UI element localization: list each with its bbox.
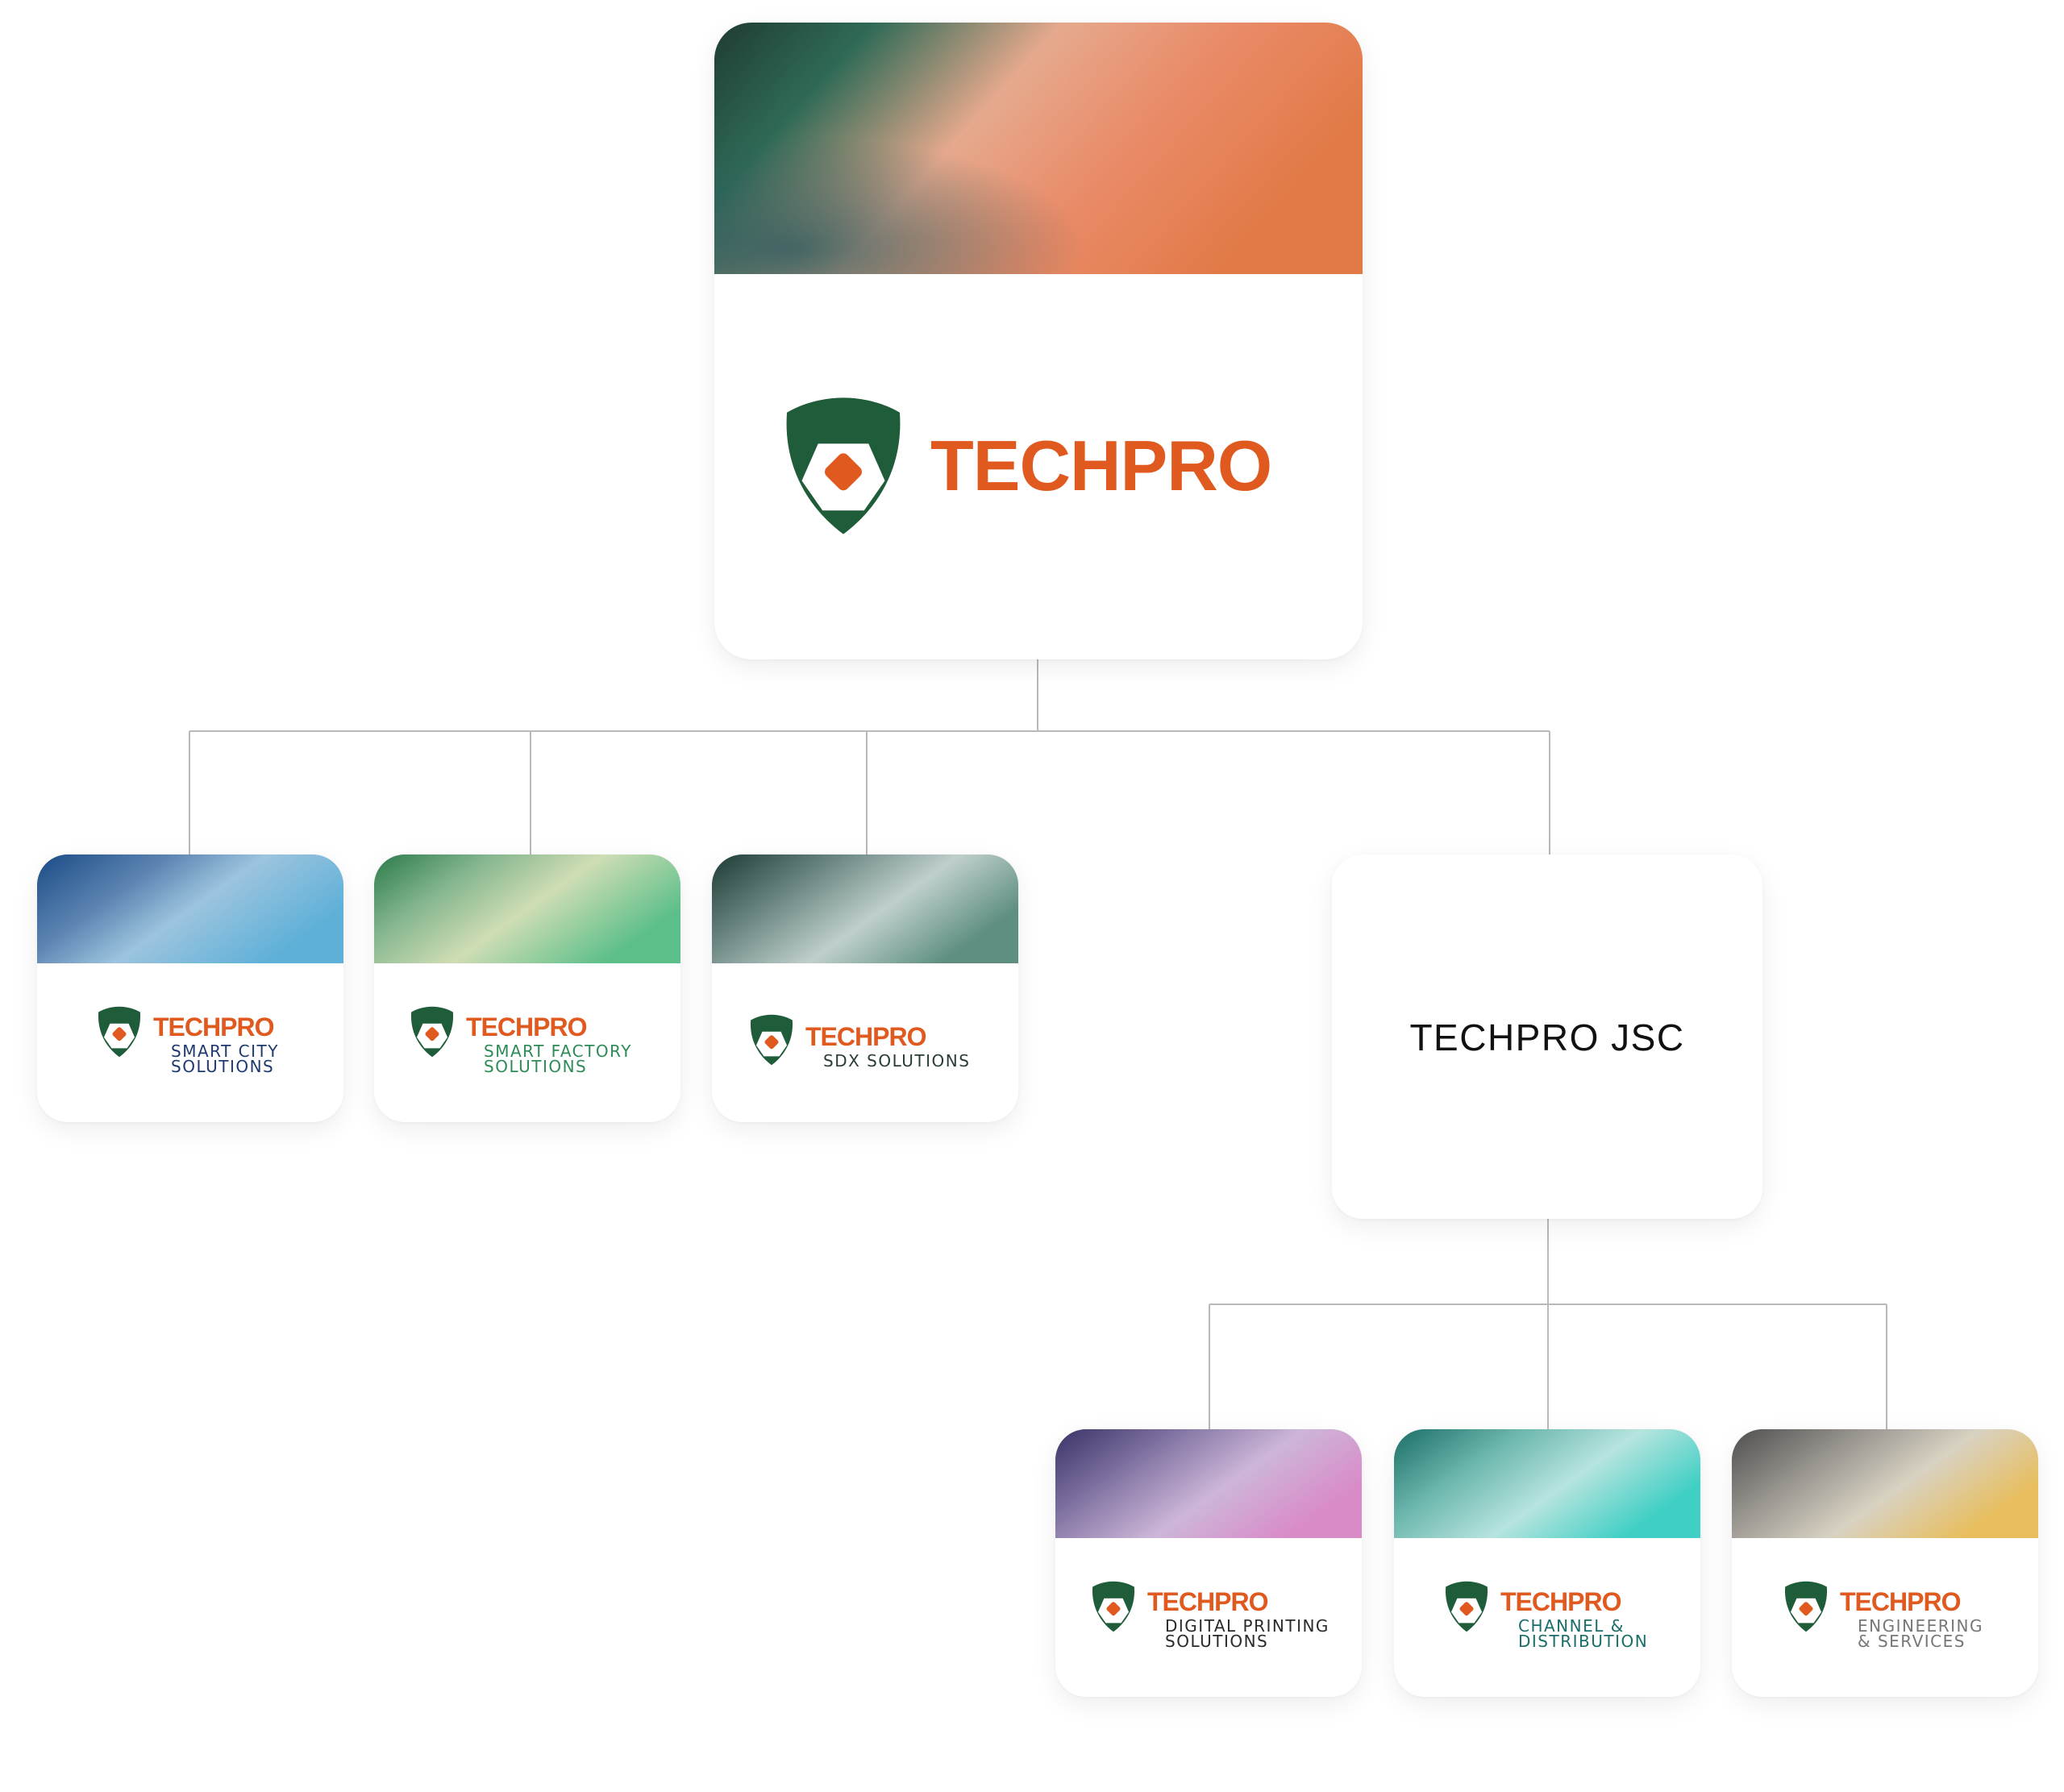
engineering-services-subtitle: ENGINEERING & SERVICES <box>1858 1616 1983 1651</box>
channel-distribution-card: TECHPRO CHANNEL & DISTRIBUTION <box>1394 1429 1700 1697</box>
root-gradient-banner <box>714 23 1363 274</box>
sdx-solutions-card: TECHPRO SDX SOLUTIONS <box>712 854 1018 1122</box>
sdx-logo: TECHPRO SDX SOLUTIONS <box>744 1012 970 1069</box>
techpro-shield-icon <box>1445 1581 1488 1632</box>
techpro-shield-icon <box>98 1006 141 1058</box>
smart-factory-subtitle: SMART FACTORY SOLUTIONS <box>484 1042 632 1076</box>
digital-printing-subtitle: DIGITAL PRINTING SOLUTIONS <box>1165 1616 1330 1651</box>
channel-distribution-brand: TECHPRO <box>1500 1587 1621 1616</box>
techpro-shield-icon <box>1784 1581 1828 1632</box>
root-brand-name: TECHPRO <box>930 426 1272 505</box>
smart-factory-logo: TECHPRO SMART FACTORY SOLUTIONS <box>405 1004 632 1075</box>
digital-printing-card: TECHPRO DIGITAL PRINTING SOLUTIONS <box>1055 1429 1362 1697</box>
techpro-jsc-title: TECHPRO JSC <box>1409 1017 1685 1058</box>
sdx-brand: TECHPRO <box>805 1022 926 1051</box>
digital-printing-logo: TECHPRO DIGITAL PRINTING SOLUTIONS <box>1086 1579 1330 1649</box>
channel-distribution-subtitle: CHANNEL & DISTRIBUTION <box>1518 1616 1649 1651</box>
channel-distribution-logo: TECHPRO CHANNEL & DISTRIBUTION <box>1439 1579 1648 1649</box>
engineering-services-brand: TECHPRO <box>1840 1587 1961 1616</box>
engineering-services-card: TECHPRO ENGINEERING & SERVICES <box>1732 1429 2038 1697</box>
techpro-shield-icon <box>1092 1581 1135 1632</box>
engineering-services-gradient-banner <box>1732 1429 2038 1538</box>
smart-factory-card: TECHPRO SMART FACTORY SOLUTIONS <box>374 854 680 1122</box>
engineering-services-logo: TECHPRO ENGINEERING & SERVICES <box>1779 1579 1983 1649</box>
digital-printing-brand: TECHPRO <box>1147 1587 1268 1616</box>
techpro-jsc-card: TECHPRO JSC <box>1332 854 1762 1219</box>
smart-city-subtitle: SMART CITY SOLUTIONS <box>171 1042 279 1076</box>
root-logo: TECHPRO <box>769 392 1272 540</box>
sdx-subtitle: SDX SOLUTIONS <box>823 1051 971 1071</box>
techpro-shield-icon <box>786 397 901 534</box>
digital-printing-gradient-banner <box>1055 1429 1362 1538</box>
smart-city-logo: TECHPRO SMART CITY SOLUTIONS <box>92 1004 279 1075</box>
smart-city-brand: TECHPRO <box>153 1012 274 1042</box>
root-company-card: TECHPRO <box>714 23 1363 659</box>
smart-city-card: TECHPRO SMART CITY SOLUTIONS <box>37 854 343 1122</box>
sdx-gradient-banner <box>712 854 1018 963</box>
smart-factory-gradient-banner <box>374 854 680 963</box>
smart-factory-brand: TECHPRO <box>466 1012 587 1042</box>
smart-city-gradient-banner <box>37 854 343 963</box>
channel-distribution-gradient-banner <box>1394 1429 1700 1538</box>
techpro-shield-icon <box>410 1006 454 1058</box>
techpro-shield-icon <box>750 1014 793 1066</box>
